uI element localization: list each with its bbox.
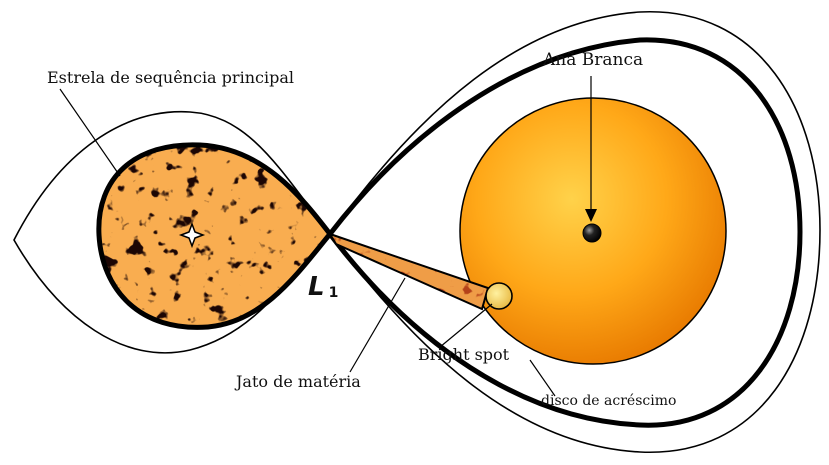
main-sequence-star-label: Estrela de sequência principal — [47, 68, 294, 87]
lagrange-letter: L — [308, 272, 325, 302]
white-dwarf — [583, 224, 601, 242]
lagrange-index: 1 — [329, 285, 339, 301]
white-dwarf-label: Anã Branca — [543, 50, 643, 70]
bright-spot-label: Bright spot — [418, 345, 509, 364]
matter-jet-label: Jato de matéria — [236, 372, 361, 391]
accretion-disk-label: disco de acréscimo — [541, 393, 676, 409]
main-sequence-star — [90, 135, 340, 335]
